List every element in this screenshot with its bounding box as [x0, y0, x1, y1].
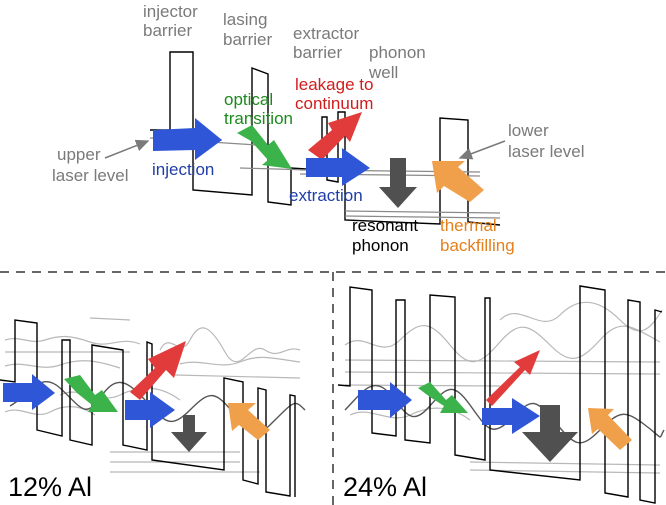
aluminum-24-label: 24% Al: [343, 472, 427, 502]
extraction-arrow-12: [125, 392, 175, 428]
thermal-backfilling-arrow: [432, 161, 484, 202]
leakage-arrow-24: [486, 350, 540, 406]
wavefunctions-24: [344, 301, 663, 474]
extractor-barrier-label: extractor barrier: [293, 24, 364, 62]
panel-24-al: 24% Al: [337, 285, 665, 504]
resonant-phonon-label: resonant phonon: [352, 216, 423, 255]
top-labels: injector barrier lasing barrier extracto…: [52, 2, 585, 255]
thermal-backfilling-arrow-24: [588, 408, 632, 450]
panel-12-al: 12% Al: [0, 317, 306, 502]
extraction-arrow: [306, 148, 370, 186]
injector-barrier-label: injector barrier: [143, 2, 203, 40]
arrows-12: [3, 341, 270, 452]
arrows-24: [358, 350, 632, 462]
wavefunctions-12: [4, 317, 301, 473]
optical-transition-label: optical transition: [224, 90, 293, 128]
extraction-label: extraction: [289, 186, 363, 205]
optical-transition-arrow-12: [64, 375, 118, 412]
leakage-label: leakage to continuum: [295, 75, 378, 113]
resonant-phonon-arrow: [379, 158, 417, 208]
optical-transition-arrow-24: [418, 382, 468, 413]
resonant-phonon-arrow-12: [171, 415, 207, 452]
band-profile-12: [0, 319, 296, 497]
injection-arrow-24: [358, 382, 412, 418]
upper-laser-level-label: upper laser level: [52, 145, 129, 185]
injection-label: injection: [152, 160, 214, 179]
leakage-arrow: [308, 112, 362, 160]
aluminum-12-label: 12% Al: [8, 472, 92, 502]
extraction-arrow-24: [482, 398, 540, 434]
thermal-backfilling-label: thermal backfilling: [440, 216, 515, 255]
lasing-barrier-label: lasing barrier: [223, 10, 272, 49]
phonon-well-label: phonon well: [368, 43, 430, 82]
injection-arrow-12: [3, 374, 55, 410]
top-panel: injector barrier lasing barrier extracto…: [52, 2, 585, 255]
optical-transition-arrow: [237, 125, 292, 169]
resonant-phonon-arrow-24: [522, 405, 578, 462]
process-arrows: [153, 112, 484, 208]
leakage-arrow-12: [130, 341, 186, 400]
pointer-lines: [104, 139, 506, 160]
thermal-backfilling-arrow-12: [228, 403, 270, 440]
band-profile-24: [337, 285, 663, 504]
injection-arrow: [153, 118, 222, 160]
lower-laser-level-label: lower laser level: [508, 121, 585, 161]
